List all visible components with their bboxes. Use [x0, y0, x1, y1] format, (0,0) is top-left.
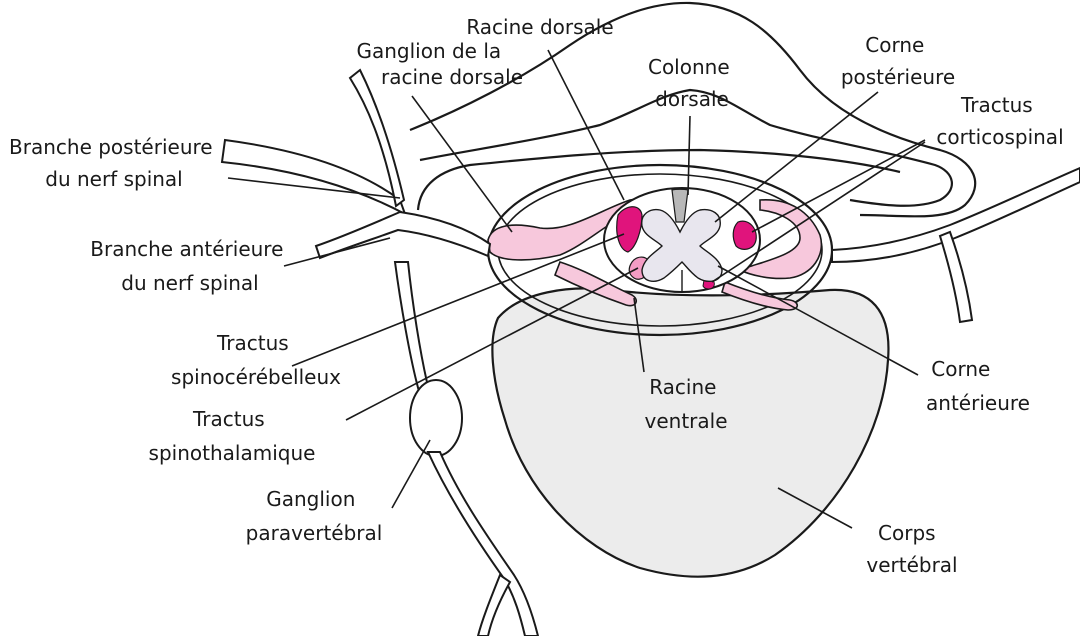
label-corps-vertebral: Corps vertébral	[866, 521, 957, 577]
lamina-inner	[416, 148, 901, 211]
dorsal-root-right	[738, 199, 823, 280]
label-ganglion-racine-dorsale: Ganglion de la racine dorsale	[356, 39, 523, 89]
label-racine-ventrale: Racine ventrale	[645, 375, 728, 433]
label-colonne-dorsale: Colonne dorsale	[648, 55, 736, 111]
sympathetic-trunk	[393, 261, 432, 396]
leader-racine-ventrale	[633, 297, 645, 373]
sympathetic-chain-lower	[426, 451, 540, 636]
lower-branch	[476, 573, 512, 636]
leader-tractus-spinocerebelleux	[291, 233, 625, 367]
label-corne-posterieure: Corne postérieure	[841, 33, 955, 89]
label-branche-posterieure: Branche postérieure du nerf spinal	[9, 135, 219, 191]
leader-branche-posterieure	[227, 177, 401, 199]
grey-matter	[641, 208, 723, 282]
anterior-ramus	[314, 210, 492, 260]
right-spinal-nerve	[831, 166, 1080, 264]
vertebral-arch-inner	[419, 88, 953, 207]
label-tractus-corticospinal: Tractus corticospinal	[936, 93, 1063, 149]
dorsal-column	[671, 188, 689, 223]
label-branche-anterieure: Branche antérieure du nerf spinal	[90, 237, 290, 295]
leader-tractus-corticospinal-2	[711, 141, 926, 283]
upper-nerve	[348, 68, 406, 208]
label-ganglion-paravertebral: Ganglion paravertébral	[246, 487, 383, 545]
label-tractus-spinothalamique: Tractus spinothalamique	[149, 407, 316, 465]
leader-tractus-corticospinal	[751, 139, 926, 233]
posterior-ramus	[220, 138, 407, 217]
vertebral-body	[491, 287, 890, 578]
leader-ganglion-paravertebral	[391, 439, 431, 509]
leader-corne-anterieure	[717, 265, 919, 376]
leader-corps-vertebral	[777, 487, 853, 529]
paravertebral-ganglion	[409, 379, 463, 457]
label-racine-dorsale: Racine dorsale	[466, 15, 613, 39]
corticospinal-tract	[732, 220, 757, 250]
leader-racine-dorsale	[547, 49, 625, 201]
vertebral-arch	[409, 1, 977, 218]
leader-ganglion-racine-dorsale	[411, 95, 513, 233]
spinocerebellar-tract	[616, 206, 643, 253]
label-tractus-spinocerebelleux: Tractus spinocérébelleux	[171, 331, 341, 389]
leader-tractus-spinothalamique	[345, 267, 639, 421]
right-ramus	[938, 230, 974, 324]
leader-corne-posterieure	[714, 91, 879, 223]
leader-branche-anterieure	[283, 237, 391, 267]
leader-colonne-dorsale	[687, 115, 691, 196]
label-corne-anterieure: Corne antérieure	[926, 357, 1030, 415]
ventral-root-right	[721, 280, 799, 311]
